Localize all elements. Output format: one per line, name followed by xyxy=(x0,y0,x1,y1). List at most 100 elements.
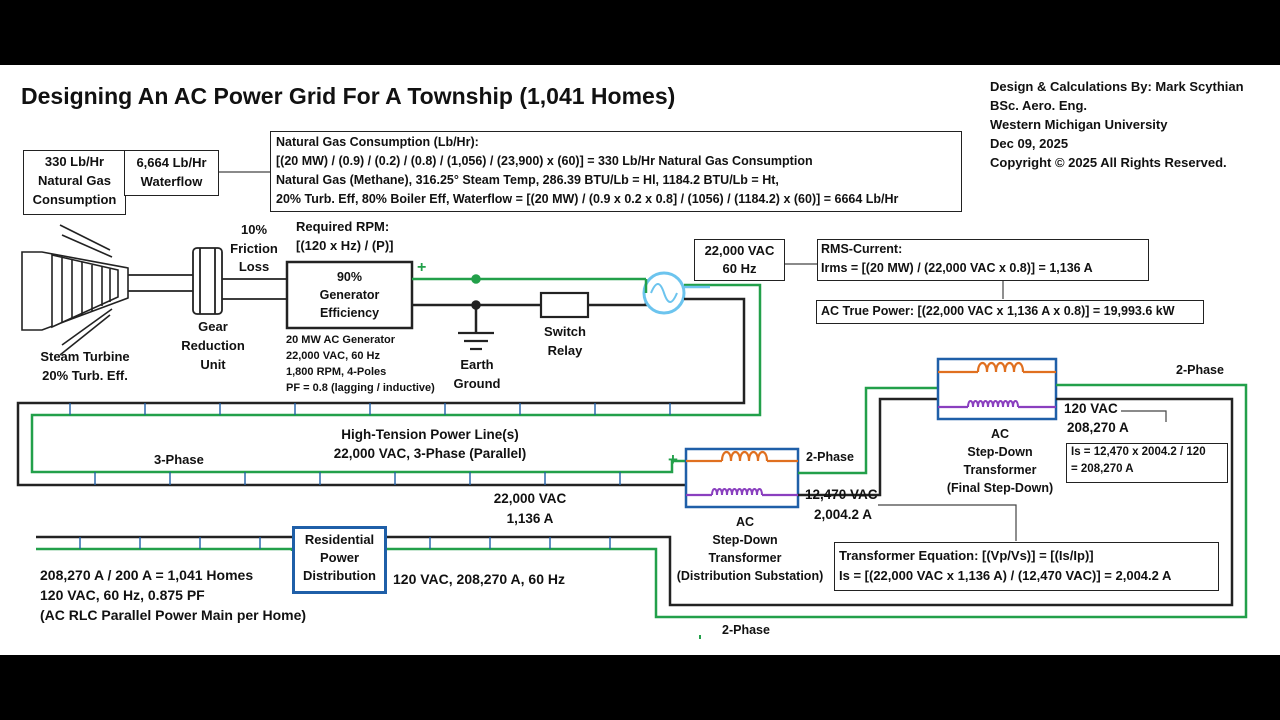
calc-line: [(20 MW) / (0.9) / (0.2) / (0.8) / (1,05… xyxy=(276,154,813,168)
is-formula: Is = 12,470 x 2004.2 / 120 xyxy=(1071,446,1206,458)
hv-line-spec: 22,000 VAC, 3-Phase (Parallel) xyxy=(333,446,527,461)
transformer-equation: Is = [(22,000 VAC x 1,136 A) / (12,470 V… xyxy=(839,568,1172,583)
residential-feed-wiring xyxy=(386,383,1248,619)
true-power-box: AC True Power: [(22,000 VAC x 1,136 A x … xyxy=(816,300,1204,324)
residential-output: 120 VAC, 208,270 A, 60 Hz xyxy=(393,571,565,587)
rpm-label: Required RPM: xyxy=(296,219,390,234)
three-phase-label: 3-Phase xyxy=(154,452,204,467)
waterflow-label: Waterflow xyxy=(140,174,203,189)
substation-label: Transformer xyxy=(708,551,782,565)
generator-efficiency: Generator xyxy=(319,288,380,302)
gas-label: Natural Gas xyxy=(38,173,111,188)
calc-line: 20% Turb. Eff, 80% Boiler Eff, Waterflow… xyxy=(276,192,899,206)
substation-label: Step-Down xyxy=(712,533,778,547)
credit-line: Design & Calculations By: Mark Scythian xyxy=(990,79,1244,94)
earth-ground-label: Ground xyxy=(453,376,501,391)
final-voltage: 120 VAC xyxy=(1064,401,1118,416)
final-current: 208,270 A xyxy=(1067,420,1129,435)
gear-reduction-label: Unit xyxy=(200,357,226,372)
calc-line: Natural Gas Consumption (Lb/Hr): xyxy=(276,135,479,149)
steam-turbine-icon xyxy=(21,224,129,356)
gear-reduction-label: Gear xyxy=(198,319,228,334)
gas-consumption-box: 330 Lb/Hr Natural Gas Consumption xyxy=(23,150,126,215)
two-phase-label: 2-Phase xyxy=(806,450,854,464)
generator-box-frame xyxy=(285,260,414,330)
credit-line: Dec 09, 2025 xyxy=(990,136,1069,151)
hv-line-label: High-Tension Power Line(s) xyxy=(341,427,519,442)
generator-neutral-line xyxy=(412,293,648,333)
is-result: = 208,270 A xyxy=(1071,463,1134,475)
home-supply-note: (AC RLC Parallel Power Main per Home) xyxy=(40,607,307,623)
home-feed-wiring xyxy=(36,535,294,551)
positive-terminal: + xyxy=(668,450,678,469)
residential-label: Power xyxy=(319,550,359,565)
source-voltage: 22,000 VAC xyxy=(704,243,775,258)
diagram-canvas: Designing An AC Power Grid For A Townshi… xyxy=(0,65,1280,655)
waterflow-rate: 6,664 Lb/Hr xyxy=(136,155,207,170)
gear-reduction-label: Reduction xyxy=(181,338,245,353)
rms-label: RMS-Current: xyxy=(821,242,903,256)
residential-label: Distribution xyxy=(303,568,376,583)
generator-spec: 22,000 VAC, 60 Hz xyxy=(286,350,380,362)
substation-voltage: 12,470 VAC xyxy=(805,487,878,502)
wiring-diagram xyxy=(16,171,1248,639)
credit-line: BSc. Aero. Eng. xyxy=(990,98,1088,113)
positive-terminal: + xyxy=(417,259,427,276)
waterflow-box: 6,664 Lb/Hr Waterflow xyxy=(124,150,219,196)
line-tick-marks xyxy=(69,403,671,485)
home-supply-spec: 120 VAC, 60 Hz, 0.875 PF xyxy=(40,587,205,603)
credit-line: Western Michigan University xyxy=(990,117,1168,132)
generator-positive-line xyxy=(412,274,646,284)
switch-relay-label: Relay xyxy=(547,343,583,358)
transformer-coil-icon xyxy=(684,447,800,509)
switch-relay-label: Switch xyxy=(544,324,586,339)
line-voltage: 22,000 VAC xyxy=(493,491,567,506)
generator-efficiency: Efficiency xyxy=(319,306,380,320)
gas-label: Consumption xyxy=(32,192,117,207)
ac-source-icon xyxy=(642,271,686,315)
friction-loss-label: 10% xyxy=(240,222,268,237)
transformer-equation: Transformer Equation: [(Vp/Vs)] = [(Is/I… xyxy=(839,548,1094,563)
generator-spec: PF = 0.8 (lagging / inductive) xyxy=(286,382,435,394)
substation-label: AC xyxy=(735,515,755,529)
gas-rate: 330 Lb/Hr xyxy=(44,154,105,169)
two-phase-label: 2-Phase xyxy=(722,623,770,637)
generator-spec: 1,800 RPM, 4-Poles xyxy=(286,366,387,378)
credits-block: Design & Calculations By: Mark Scythian … xyxy=(990,77,1244,172)
final-transformer-label: Transformer xyxy=(963,463,1037,477)
copyright-line: Copyright © 2025 All Rights Reserved. xyxy=(990,155,1227,170)
gear-reduction-icon xyxy=(192,247,223,315)
final-transformer-label: AC xyxy=(990,427,1010,441)
calc-line: Natural Gas (Methane), 316.25° Steam Tem… xyxy=(276,173,779,187)
home-feed-ticks xyxy=(79,537,611,549)
line-current: 1,136 A xyxy=(506,511,554,526)
substation-label: (Distribution Substation) xyxy=(676,569,824,583)
steam-turbine-label: Steam Turbine xyxy=(40,349,130,364)
friction-loss-label: Loss xyxy=(238,259,270,274)
substation-current: 2,004.2 A xyxy=(814,507,873,522)
source-output-wiring xyxy=(16,283,762,487)
fuel-calc-box: Natural Gas Consumption (Lb/Hr): [(20 MW… xyxy=(270,131,962,212)
callout-connectors xyxy=(218,171,1167,541)
friction-loss-label: Friction xyxy=(230,241,278,256)
page-title: Designing An AC Power Grid For A Townshi… xyxy=(21,83,676,109)
generator-efficiency: 90% xyxy=(336,270,363,284)
rms-formula: Irms = [(20 MW) / (22,000 VAC x 0.8)] = … xyxy=(821,261,1093,275)
earth-ground-label: Earth xyxy=(460,357,494,372)
rpm-formula: [(120 x Hz) / (P)] xyxy=(296,238,394,253)
secondary-current-box: Is = 12,470 x 2004.2 / 120 = 208,270 A xyxy=(1066,443,1228,483)
drive-shaft xyxy=(128,274,287,300)
true-power-formula: AC True Power: [(22,000 VAC x 1,136 A x … xyxy=(821,304,1175,318)
distribution-wiring xyxy=(798,386,938,497)
steam-turbine-label: 20% Turb. Eff. xyxy=(42,368,128,383)
source-voltage-box: 22,000 VAC 60 Hz xyxy=(694,239,785,281)
two-phase-label: 2-Phase xyxy=(1176,363,1224,377)
source-frequency: 60 Hz xyxy=(722,261,757,276)
transformer-equation-box: Transformer Equation: [(Vp/Vs)] = [(Is/I… xyxy=(834,542,1219,591)
ground-icon xyxy=(458,331,494,351)
residential-label: Residential xyxy=(304,532,375,547)
residential-distribution-box: Residential Power Distribution xyxy=(292,526,387,594)
final-transformer-label: Step-Down xyxy=(967,445,1033,459)
switch-relay-icon xyxy=(539,291,590,319)
transformer-coil-icon xyxy=(936,357,1058,421)
